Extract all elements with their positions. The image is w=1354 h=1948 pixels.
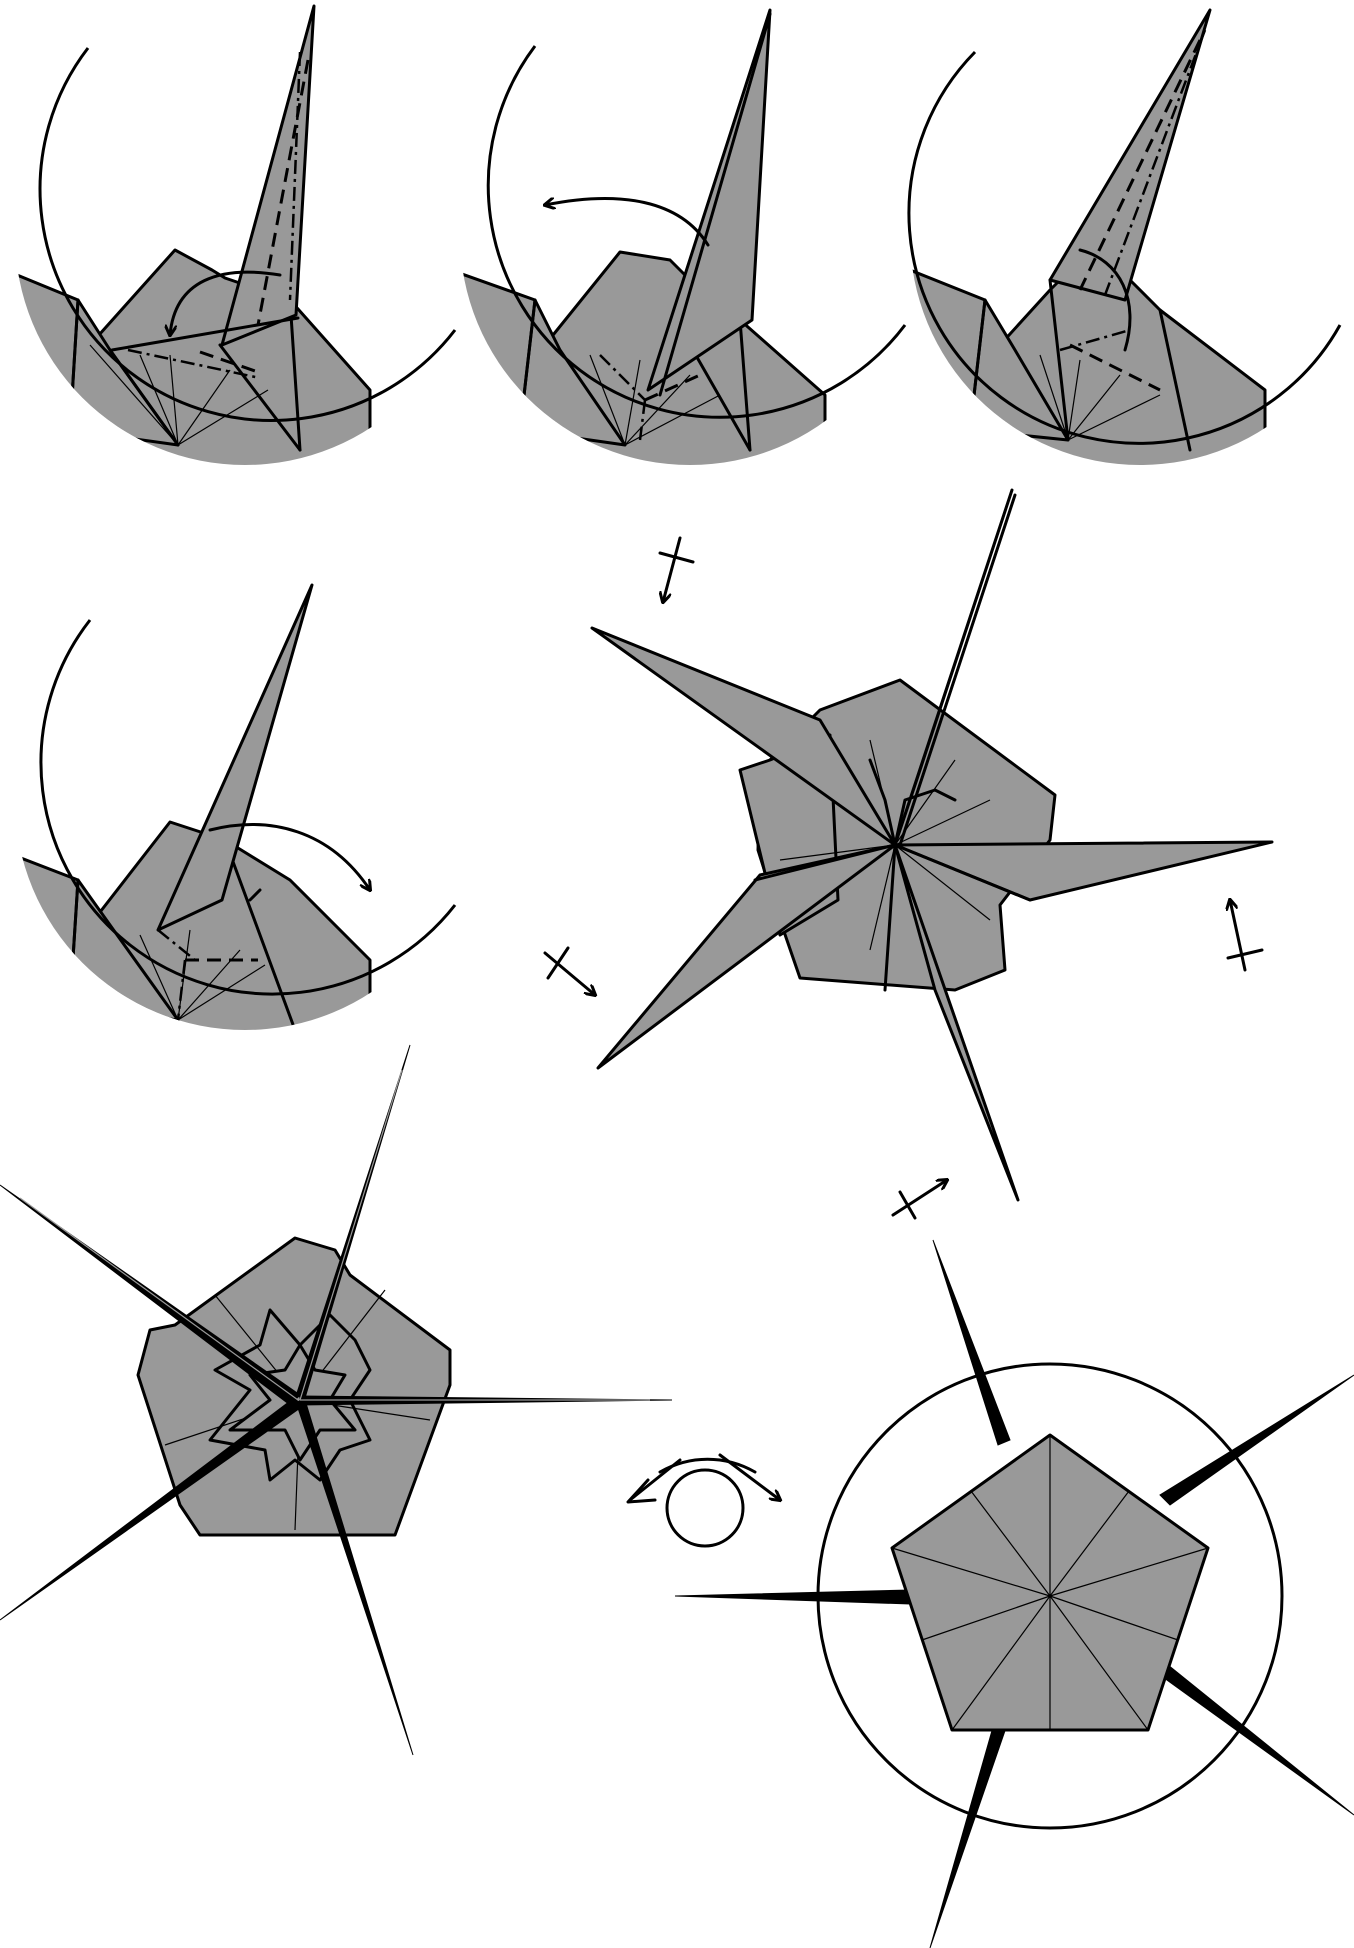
step-6-model <box>0 1045 672 1755</box>
step-3-detail <box>909 10 1340 520</box>
thin-point-icon <box>893 1180 947 1218</box>
step-3-long-point <box>1050 10 1210 300</box>
step-3-base-paper <box>910 270 1265 520</box>
step-7-spike-top <box>933 1240 1010 1445</box>
step-7-spike-bottom <box>930 1720 1008 1948</box>
turn-over-icon <box>628 1455 780 1546</box>
step-7-spike-right <box>1160 1375 1354 1505</box>
step-2-detail <box>445 10 905 520</box>
step-5-model <box>545 490 1272 1218</box>
fold-arrow-icon <box>545 198 708 245</box>
thin-point-icon <box>545 948 595 995</box>
thin-point-icon <box>1228 900 1262 970</box>
thin-point-icon <box>660 538 693 602</box>
step-7-spike-lower-right <box>1160 1665 1354 1815</box>
step-7-finished-star <box>675 1240 1354 1948</box>
step-7-spike-left <box>675 1590 910 1604</box>
step-1-base-paper <box>0 250 370 520</box>
step-1-detail <box>0 6 455 520</box>
step-4-base-paper <box>0 822 370 1090</box>
step-4-detail <box>0 585 455 1090</box>
